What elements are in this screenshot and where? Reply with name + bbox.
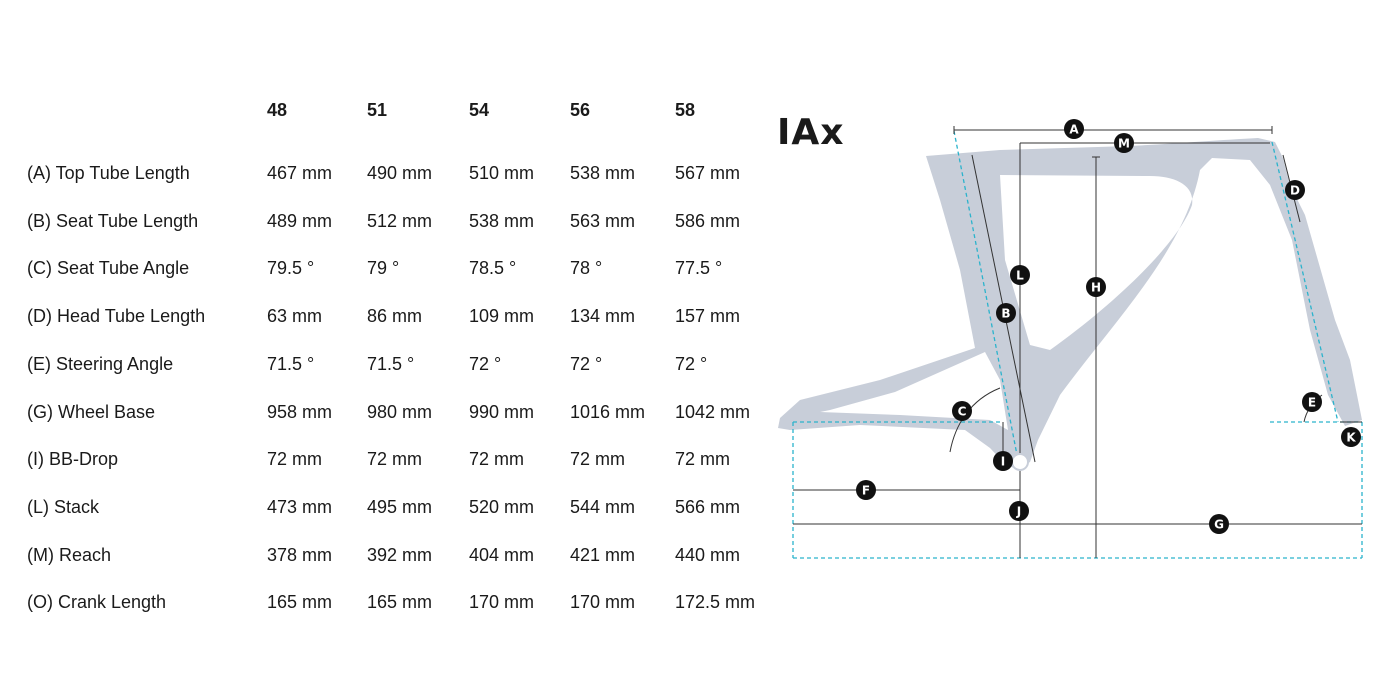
marker-j-label: J xyxy=(1016,505,1021,519)
table-cell: 72 mm xyxy=(267,449,323,469)
table-cell: 473 mm xyxy=(267,497,333,517)
marker-b: B xyxy=(996,303,1016,323)
table-cell: 72 ° xyxy=(675,354,708,374)
marker-c-label: C xyxy=(958,405,967,419)
table-cell: 567 mm xyxy=(675,163,741,183)
frame-silhouette xyxy=(778,138,1362,470)
table-cell: 86 mm xyxy=(367,306,423,326)
table-cell: 63 mm xyxy=(267,306,323,326)
row-label: (I) BB-Drop xyxy=(27,449,119,469)
marker-e: E xyxy=(1302,392,1322,412)
table-cell: 78.5 ° xyxy=(469,258,517,278)
table-cell: 566 mm xyxy=(675,497,741,517)
table-cell: 78 ° xyxy=(570,258,603,278)
marker-k: K xyxy=(1341,427,1361,447)
table-cell: 544 mm xyxy=(570,497,636,517)
marker-i-label: I xyxy=(1001,455,1005,469)
table-cell: 72 mm xyxy=(367,449,423,469)
marker-h: H xyxy=(1086,277,1106,297)
table-cell: 72 ° xyxy=(469,354,502,374)
model-name: IAx xyxy=(777,112,845,153)
marker-h-label: H xyxy=(1091,281,1101,295)
table-cell: 170 mm xyxy=(570,592,636,612)
marker-d-label: D xyxy=(1290,184,1300,198)
table-cell: 79 ° xyxy=(367,258,400,278)
table-cell: 538 mm xyxy=(570,163,636,183)
table-cell: 72 mm xyxy=(675,449,731,469)
table-cell: 1042 mm xyxy=(675,402,751,422)
row-label: (G) Wheel Base xyxy=(27,402,156,422)
marker-m: M xyxy=(1114,133,1134,153)
table-cell: 421 mm xyxy=(570,545,636,565)
marker-g: G xyxy=(1209,514,1229,534)
table-cell: 490 mm xyxy=(367,163,433,183)
geometry-table: 48 51 54 56 58 (A) Top Tube Length 467 mm… xyxy=(27,100,756,612)
row-label: (C) Seat Tube Angle xyxy=(27,258,190,278)
table-cell: 440 mm xyxy=(675,545,741,565)
table-cell: 109 mm xyxy=(469,306,535,326)
marker-a: A xyxy=(1064,119,1084,139)
marker-a-label: A xyxy=(1069,123,1079,137)
table-cell: 990 mm xyxy=(469,402,535,422)
size-header-54: 54 xyxy=(469,100,490,120)
marker-i: I xyxy=(993,451,1013,471)
row-label: (L) Stack xyxy=(27,497,100,517)
table-cell: 392 mm xyxy=(367,545,433,565)
table-cell: 489 mm xyxy=(267,211,333,231)
frame-geometry-diagram: A M D L H B C E K I F J xyxy=(778,119,1363,559)
marker-c: C xyxy=(952,401,972,421)
table-cell: 510 mm xyxy=(469,163,535,183)
table-cell: 586 mm xyxy=(675,211,741,231)
table-cell: 157 mm xyxy=(675,306,741,326)
marker-b-label: B xyxy=(1001,307,1010,321)
marker-j: J xyxy=(1009,501,1029,521)
bottom-bracket xyxy=(1011,453,1029,471)
table-cell: 165 mm xyxy=(367,592,433,612)
marker-k-label: K xyxy=(1346,431,1356,445)
row-label: (M) Reach xyxy=(27,545,112,565)
marker-g-label: G xyxy=(1214,518,1224,532)
table-cell: 71.5 ° xyxy=(367,354,415,374)
table-cell: 512 mm xyxy=(367,211,433,231)
table-cell: 72 mm xyxy=(469,449,525,469)
marker-l-label: L xyxy=(1016,269,1024,283)
table-cell: 1016 mm xyxy=(570,402,646,422)
row-label: (D) Head Tube Length xyxy=(27,306,206,326)
table-cell: 538 mm xyxy=(469,211,535,231)
table-cell: 958 mm xyxy=(267,402,333,422)
table-cell: 172.5 mm xyxy=(675,592,756,612)
dashed-guides xyxy=(792,130,1363,559)
row-label: (O) Crank Length xyxy=(27,592,167,612)
table-cell: 134 mm xyxy=(570,306,636,326)
table-cell: 170 mm xyxy=(469,592,535,612)
table-cell: 563 mm xyxy=(570,211,636,231)
row-label: (B) Seat Tube Length xyxy=(27,211,199,231)
row-label: (E) Steering Angle xyxy=(27,354,174,374)
marker-d: D xyxy=(1285,180,1305,200)
table-cell: 79.5 ° xyxy=(267,258,315,278)
table-cell: 77.5 ° xyxy=(675,258,723,278)
marker-f: F xyxy=(856,480,876,500)
table-cell: 72 mm xyxy=(570,449,626,469)
size-header-48: 48 xyxy=(267,100,288,120)
marker-f-label: F xyxy=(862,484,870,498)
row-label: (A) Top Tube Length xyxy=(27,163,190,183)
table-cell: 72 ° xyxy=(570,354,603,374)
marker-l: L xyxy=(1010,265,1030,285)
size-header-51: 51 xyxy=(367,100,388,120)
table-cell: 467 mm xyxy=(267,163,333,183)
size-header-56: 56 xyxy=(570,100,591,120)
table-cell: 71.5 ° xyxy=(267,354,315,374)
marker-e-label: E xyxy=(1308,396,1316,410)
table-cell: 378 mm xyxy=(267,545,333,565)
size-header-58: 58 xyxy=(675,100,696,120)
table-cell: 165 mm xyxy=(267,592,333,612)
table-cell: 520 mm xyxy=(469,497,535,517)
table-cell: 980 mm xyxy=(367,402,433,422)
table-cell: 495 mm xyxy=(367,497,433,517)
marker-m-label: M xyxy=(1118,137,1130,151)
table-cell: 404 mm xyxy=(469,545,535,565)
